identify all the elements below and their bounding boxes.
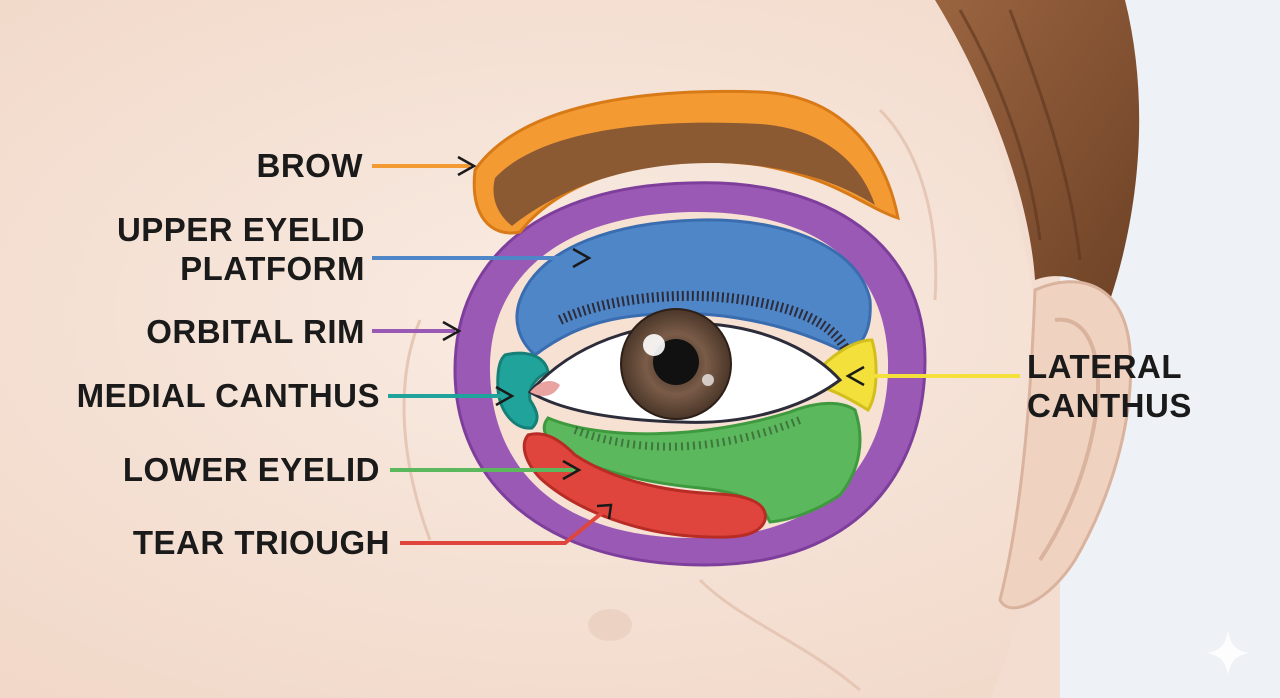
label-upper-eyelid-platform-line1: UPPER EYELID <box>117 211 365 248</box>
arrow-head-lateral-canthus <box>845 365 865 387</box>
label-orbital-rim: ORBITAL RIM <box>146 313 365 350</box>
hair <box>935 0 1140 300</box>
label-brow: BROW <box>257 147 364 184</box>
hair-strand <box>958 9 1042 241</box>
caruncle <box>530 380 560 396</box>
brow-region <box>472 89 900 235</box>
ear-fold <box>1038 317 1100 562</box>
arrow-head-medial-canthus <box>495 385 515 407</box>
arrow-head-lower-eyelid <box>562 459 582 481</box>
medial-canthus-region <box>496 351 550 430</box>
upper-lashes <box>557 290 850 351</box>
label-lateral-canthus-line2: CANTHUS <box>1027 387 1192 424</box>
bone-contour <box>402 319 432 541</box>
label-lateral-canthus-line1: LATERAL <box>1027 348 1182 385</box>
bone-contour <box>878 108 938 301</box>
arrow-head-upper-eyelid-platform <box>572 247 592 269</box>
eye-highlight <box>643 334 665 356</box>
label-lower-eyelid: LOWER EYELID <box>123 451 380 488</box>
sparkle-icon <box>1206 630 1250 676</box>
arrow-tear-trough <box>400 506 610 545</box>
arrow-head-orbital-rim <box>442 320 462 342</box>
brow-hair <box>493 122 875 226</box>
eye-highlight-small <box>702 374 714 386</box>
bone-mark <box>588 609 632 641</box>
hair-strand <box>1008 9 1082 261</box>
lower-lashes <box>573 416 802 451</box>
tear-trough-region <box>522 432 767 539</box>
bone-contour <box>698 578 861 692</box>
arrow-head-tear-trough <box>596 503 613 520</box>
label-tear-trough: TEAR TRIOUGH <box>133 524 390 561</box>
label-upper-eyelid-platform-line2: PLATFORM <box>180 250 365 287</box>
arrow-head-brow <box>457 155 477 177</box>
label-medial-canthus: MEDIAL CANTHUS <box>77 377 380 414</box>
pupil <box>653 339 699 385</box>
